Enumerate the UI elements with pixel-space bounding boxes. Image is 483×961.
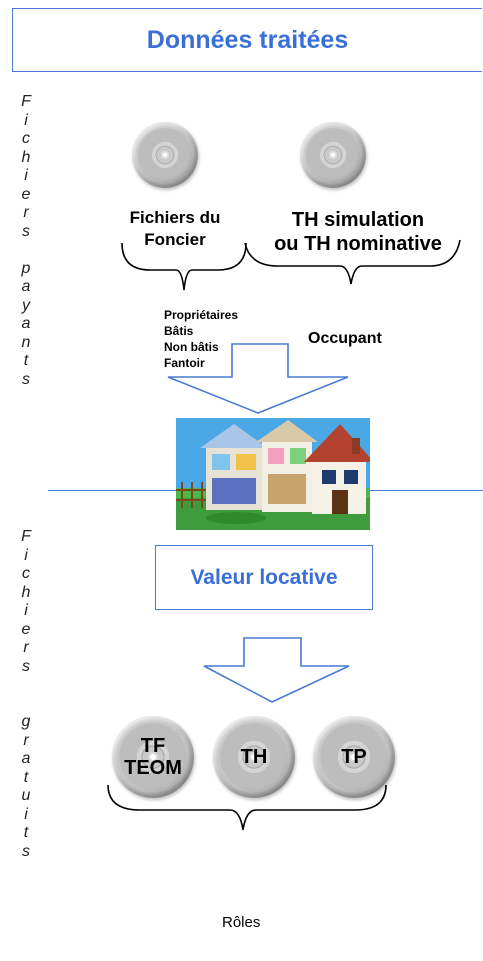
foncier-label: Fichiers du Foncier <box>110 207 240 251</box>
vertical-letter: s <box>22 842 30 860</box>
th-label: TH simulation ou TH nominative <box>258 208 458 256</box>
vertical-letter: a <box>21 278 31 295</box>
list-item: Non bâtis <box>164 340 219 354</box>
valeur-locative-box: Valeur locative <box>155 545 373 610</box>
vertical-letter: t <box>23 352 29 369</box>
arrow-down-icon <box>203 637 350 703</box>
vertical-letter: s <box>22 657 30 675</box>
vertical-label-fichiers-gratuits: F i c h i e r s g r a t u i t s <box>18 528 34 861</box>
vertical-letter: h <box>21 583 31 601</box>
vertical-letter: s <box>22 222 30 240</box>
vertical-letter: F <box>21 93 31 110</box>
separator-line-left <box>48 490 176 491</box>
brace-roles-icon <box>107 784 387 831</box>
vertical-letter: c <box>22 565 30 582</box>
roles-label: Rôles <box>222 914 261 931</box>
cd-th-output-label: TH <box>240 746 268 768</box>
vertical-letter: i <box>24 805 28 823</box>
foncier-label-line1: Fichiers du <box>129 208 221 227</box>
vertical-letter: i <box>24 602 28 619</box>
vertical-letter: r <box>23 639 29 656</box>
cd-tp-icon: TP <box>313 716 395 798</box>
th-label-line1: TH simulation <box>291 209 425 231</box>
page-title: Données traitées <box>12 8 482 72</box>
vertical-letter: F <box>21 528 31 545</box>
cd-tp-label: TP <box>341 746 367 768</box>
cd-foncier-icon <box>132 122 198 188</box>
vertical-letter: i <box>24 167 28 184</box>
vertical-letter: i <box>24 111 28 129</box>
brace-th-icon <box>244 239 461 285</box>
vertical-letter: s <box>22 370 30 388</box>
cd-tf-teom-icon: TF TEOM <box>112 716 194 798</box>
vertical-letter: c <box>22 130 30 147</box>
vertical-letter: r <box>23 204 29 221</box>
th-label-line2: ou TH nominative <box>274 233 442 255</box>
vertical-letter: e <box>21 620 31 638</box>
arrow-down-icon <box>167 343 349 414</box>
cd-th-output-icon: TH <box>213 716 295 798</box>
list-item: Fantoir <box>164 356 205 370</box>
vertical-letter: g <box>21 713 31 730</box>
cd-tf-label: TF <box>140 735 166 757</box>
separator-line-right <box>370 490 483 491</box>
valeur-locative-label: Valeur locative <box>190 565 338 589</box>
cd-teom-label: TEOM <box>124 757 182 779</box>
vertical-letter: r <box>23 731 29 749</box>
foncier-label-line2: Foncier <box>144 230 206 249</box>
vertical-letter: t <box>23 824 29 841</box>
vertical-letter: i <box>24 546 28 564</box>
vertical-letter: y <box>22 296 30 314</box>
vertical-letter: u <box>21 787 31 804</box>
title-text: Données traitées <box>146 25 349 54</box>
vertical-letter: h <box>21 148 31 166</box>
vertical-letter: e <box>21 185 31 203</box>
vertical-label-fichiers-payants: F i c h i e r s p a y a n t s <box>18 93 34 389</box>
list-item: Bâtis <box>164 324 194 338</box>
vertical-letter: p <box>21 259 31 277</box>
vertical-letter: a <box>21 750 31 767</box>
cd-th-icon <box>300 122 366 188</box>
occupant-label: Occupant <box>308 330 382 347</box>
vertical-letter: a <box>21 315 31 332</box>
list-item: Propriétaires <box>164 308 239 322</box>
brace-foncier-icon <box>121 242 247 291</box>
house-illustration <box>176 418 370 530</box>
cd-tf-teom-label: TF TEOM <box>112 716 194 798</box>
vertical-letter: t <box>23 768 29 786</box>
vertical-letter: n <box>21 333 31 351</box>
foncier-items-list: Propriétaires Bâtis Non bâtis Fantoir <box>164 307 238 371</box>
